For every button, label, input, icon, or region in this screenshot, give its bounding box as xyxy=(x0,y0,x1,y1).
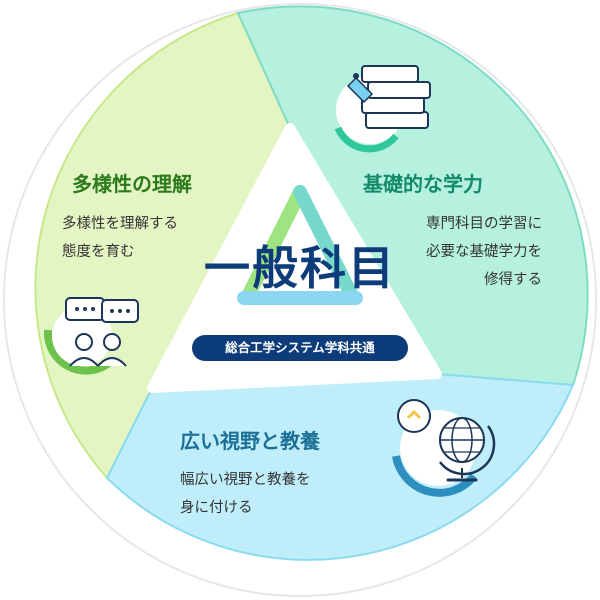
section-body-broad-view: 幅広い視野と教養を 身に付ける xyxy=(180,466,311,522)
section-body-basic-skills: 専門科目の学習に 必要な基礎学力を 修得する xyxy=(426,210,542,294)
body-line: 態度を育む xyxy=(62,244,135,260)
section-body-diversity: 多様性を理解する 態度を育む xyxy=(62,210,178,266)
section-title-basic-skills: 基礎的な学力 xyxy=(363,172,483,196)
books-icon xyxy=(334,65,431,153)
section-title-broad-view: 広い視野と教養 xyxy=(180,429,320,453)
sector-basic-skills xyxy=(236,5,589,387)
body-line: 専門科目の学習に xyxy=(426,216,542,232)
body-line: 身に付ける xyxy=(180,500,253,516)
body-line: 多様性を理解する xyxy=(62,216,178,232)
speech-bubbles-people-icon xyxy=(43,297,139,375)
center-title: 一般科目 xyxy=(204,241,396,295)
body-line: 必要な基礎学力を xyxy=(426,244,542,260)
body-line: 修得する xyxy=(484,272,542,288)
body-line: 幅広い視野と教養を xyxy=(180,472,311,488)
globe-lightbulb-icon xyxy=(392,399,496,497)
section-title-diversity: 多様性の理解 xyxy=(72,172,192,196)
sector-diversity xyxy=(34,11,292,480)
department-badge: 総合工学システム学科共通 xyxy=(192,335,408,361)
center-triangle xyxy=(147,123,442,393)
triangle-logo-mark xyxy=(237,185,363,305)
